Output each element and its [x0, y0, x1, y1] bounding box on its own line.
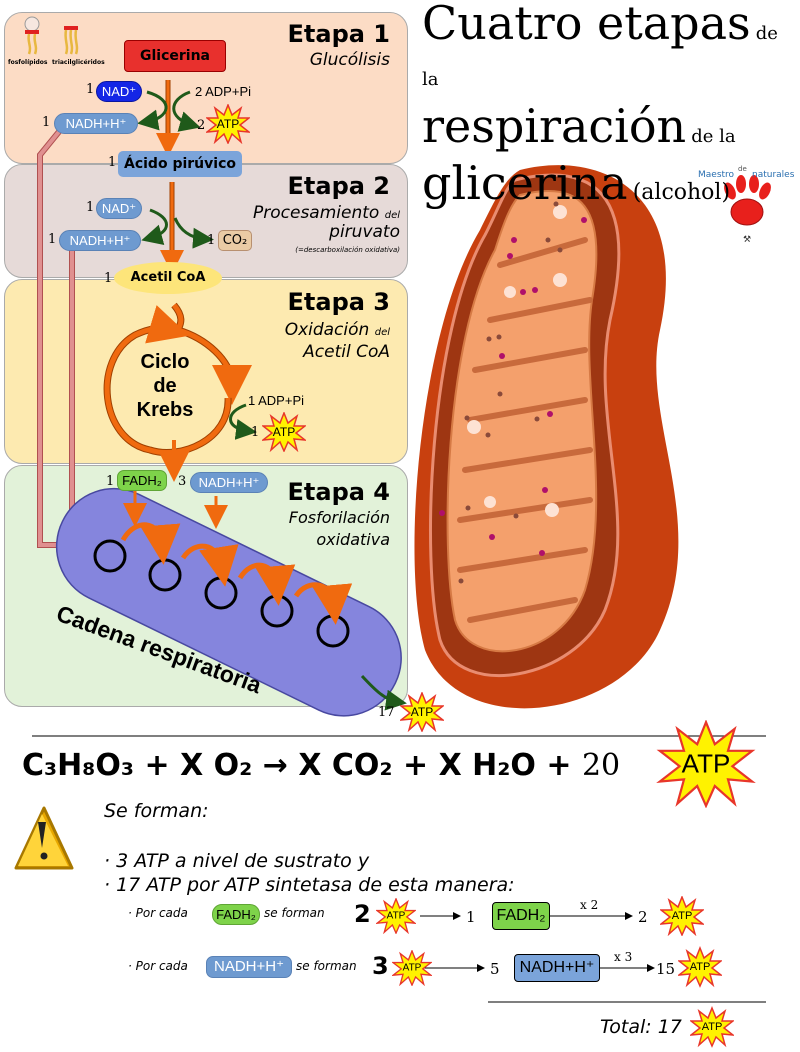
nad-count-2: 1	[86, 200, 95, 215]
atp-star-icon: ATP	[374, 897, 418, 935]
title-line2-small: de la	[691, 126, 736, 147]
overall-equation: C₃H₈O₃ + X O₂ → X CO₂ + X H₂O + 20	[22, 748, 621, 783]
fadh-row-result: 2	[638, 908, 648, 926]
adp-label-3: 1 ADP+Pi	[248, 393, 305, 408]
stage-2-title: Etapa 2	[287, 172, 391, 200]
co2-box: CO₂	[218, 230, 252, 251]
title-line1: Cuatro etapas	[422, 0, 751, 50]
notes-bullet-1: · 3 ATP a nivel de sustrato y	[104, 850, 370, 872]
atp-count-4: 17	[378, 705, 395, 720]
nad-pill-2: NAD⁺	[96, 198, 142, 219]
nadh-row-multiplier: x 3	[614, 950, 633, 964]
nadh-pill-2: NADH+H⁺	[59, 230, 141, 251]
logo-paw-icon: ⚒	[724, 175, 771, 245]
logo-text-mid: de	[738, 165, 747, 173]
atp-star-icon: ATP	[398, 690, 446, 733]
title-line3: glicerina	[422, 156, 628, 210]
stage-4-subtitle-line2: oxidativa	[316, 530, 390, 549]
total-label: Total: 17	[600, 1016, 682, 1038]
svg-text:⚒: ⚒	[743, 235, 751, 245]
atp-star-icon: ATP	[260, 410, 308, 453]
atp-star-icon: ATP	[390, 949, 434, 987]
mitochondrion-illustration	[414, 165, 679, 709]
fadh-row-count: 1	[466, 908, 476, 926]
stage-1-title: Etapa 1	[287, 20, 391, 48]
acetyl-coa-count: 1	[104, 271, 113, 286]
fadh-row-prefix: · Por cada	[128, 906, 188, 920]
atp-star-icon: ATP	[658, 894, 706, 937]
notes-bullet-2: · 17 ATP por ATP sintetasa de esta maner…	[104, 874, 515, 896]
fadh-row-box: FADH₂	[492, 902, 550, 930]
title-line3-small: (alcohol)	[632, 180, 731, 205]
title-line1-small: de la	[422, 23, 778, 90]
nadh-row-result: 15	[656, 960, 676, 978]
krebs-cycle-arrows	[103, 302, 252, 482]
logo-text-right: naturales	[752, 170, 795, 180]
logo-text-left: Maestro	[698, 170, 735, 180]
stage-4-title: Etapa 4	[287, 478, 391, 506]
stage-1-subtitle: Glucólisis	[309, 50, 390, 70]
fadh-row-mid: se forman	[264, 906, 325, 920]
atp-star-icon: ATP	[204, 102, 252, 145]
nadh-row-count: 5	[490, 960, 500, 978]
pyruvic-acid-box: Ácido pirúvico	[118, 151, 242, 177]
atp-count: 2	[197, 118, 206, 133]
stage-3-title: Etapa 3	[287, 288, 391, 316]
nadh-pill: NADH+H⁺	[54, 113, 138, 134]
nadh-count-2: 1	[48, 232, 57, 247]
stage-3-subtitle-line2: Acetil CoA	[303, 342, 390, 362]
atp-count-3: 1	[251, 425, 260, 440]
fadh-pill: FADH₂	[117, 470, 167, 491]
title-line2: respiración	[422, 99, 687, 153]
nadh-transport-arrow-1	[37, 126, 70, 548]
fadh-row-multiplier: x 2	[580, 898, 599, 912]
fadh-row-per: 2	[354, 900, 371, 928]
notes-heading: Se forman:	[104, 800, 209, 822]
nadh-row-per: 3	[372, 952, 389, 980]
triglycerides-label: triacilglicéridos	[52, 59, 105, 66]
nad-count: 1	[86, 82, 95, 97]
phospholipid-icon	[24, 16, 40, 55]
atp-star-icon: ATP	[688, 1005, 736, 1048]
nadh-count-4: 3	[178, 474, 187, 489]
adp-label: 2 ADP+Pi	[195, 84, 252, 99]
stage-3-subtitle: Oxidación del	[284, 320, 390, 340]
nadh-row-mid: se forman	[296, 959, 357, 973]
fadh-count: 1	[106, 474, 115, 489]
atp-star-icon: ATP	[676, 945, 724, 988]
atp-star-icon-large: ATP	[656, 719, 756, 809]
acetyl-coa-ellipse: Acetil CoA	[114, 262, 222, 294]
nadh-transport-arrow-2	[69, 248, 88, 523]
triglyceride-icon	[64, 26, 79, 55]
warning-icon	[14, 806, 74, 870]
co2-count: 1	[207, 233, 216, 248]
nadh-row-pill: NADH+H⁺	[206, 956, 292, 978]
nadh-count: 1	[42, 115, 51, 130]
stage-2-subtitle: Procesamiento del	[253, 203, 400, 223]
stage-4-subtitle: Fosforilación	[288, 508, 390, 527]
page-title: Cuatro etapas de la respiración de la gl…	[422, 0, 800, 217]
stage-2-subtitle-line2: piruvato	[329, 222, 400, 242]
nadh-row-prefix: · Por cada	[128, 959, 188, 973]
nad-pill: NAD⁺	[96, 81, 142, 102]
nadh-row-box: NADH+H⁺	[514, 954, 600, 982]
stage-2-note: (=descarboxilación oxidativa)	[295, 246, 400, 254]
pyruvate-count: 1	[108, 155, 117, 170]
fadh-row-pill: FADH₂	[212, 904, 260, 925]
nadh-pill-4: NADH+H⁺	[190, 472, 268, 493]
phospholipids-label: fosfolípidos	[8, 59, 48, 66]
glycerin-box: Glicerina	[124, 40, 226, 72]
